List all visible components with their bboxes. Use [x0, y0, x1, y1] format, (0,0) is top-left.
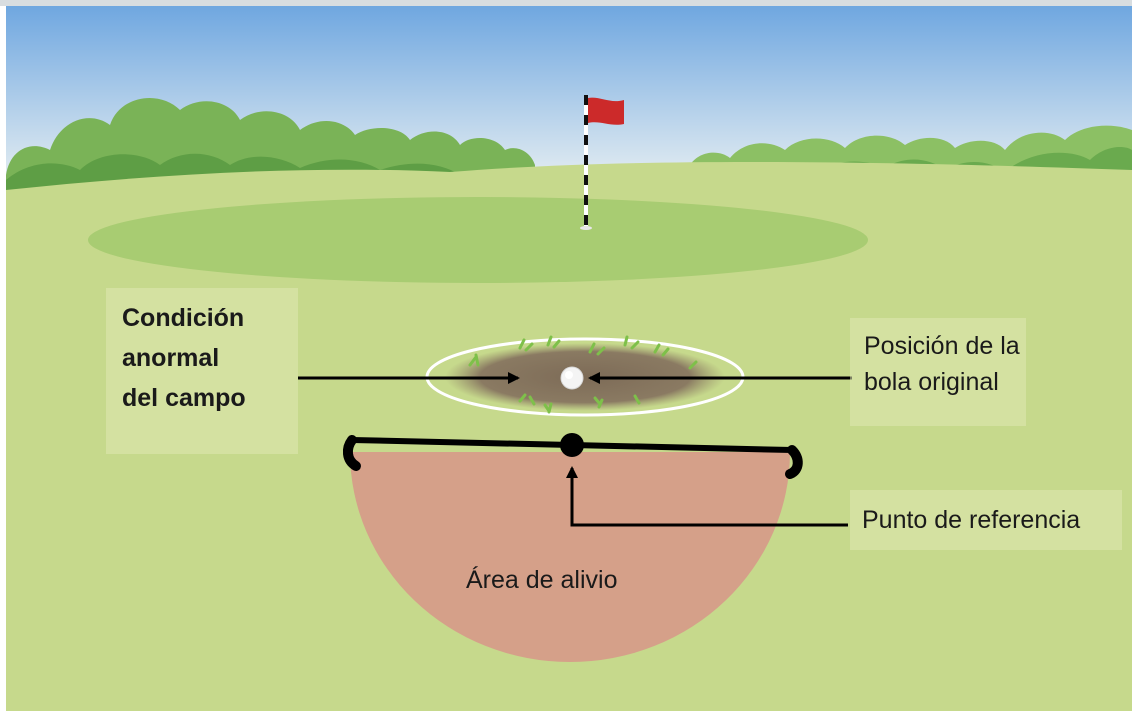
flag-icon: [580, 95, 624, 230]
pointer-arrows: [298, 372, 852, 527]
reference-dot-icon: [560, 433, 584, 457]
ball-position-label-box: [850, 318, 1026, 426]
condition-label-box: [106, 288, 298, 454]
relief-area-label: Área de alivio: [466, 566, 618, 594]
condition-label: Condición anormal del campo: [122, 298, 246, 418]
top-border: [0, 0, 1132, 6]
relief-area: [350, 452, 790, 662]
ball-position-label-line-2: bola original: [864, 368, 999, 396]
putting-green: [88, 197, 868, 283]
reference-point-label: Punto de referencia: [862, 506, 1081, 534]
condition-label-line-3: del campo: [122, 384, 246, 412]
ball-position-label: Posición de la bola original: [864, 328, 1020, 400]
reference-point-arrow: [566, 466, 848, 527]
ball-position-label-line-1: Posición de la: [864, 332, 1020, 360]
condition-label-line-2: anormal: [122, 344, 220, 372]
golf-ball-icon: [560, 366, 584, 390]
abnormal-condition-area: [425, 335, 745, 417]
condition-label-line-1: Condición: [122, 304, 245, 332]
reference-point-label-box: [850, 490, 1122, 550]
